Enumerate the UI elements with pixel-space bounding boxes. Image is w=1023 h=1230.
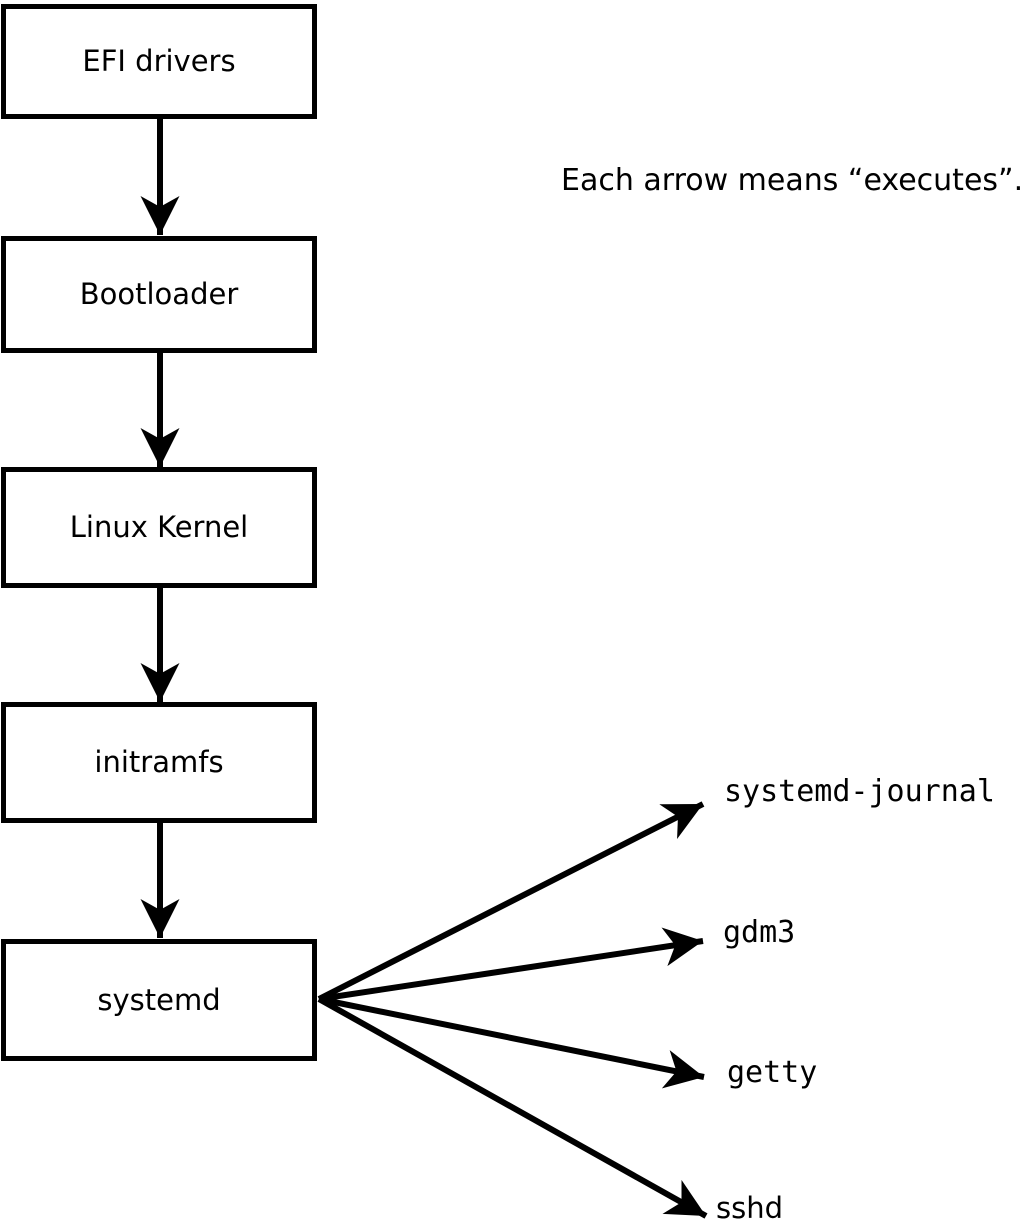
node-efi-drivers: EFI drivers (1, 4, 317, 119)
node-label: systemd (97, 982, 221, 1017)
node-label: Linux Kernel (69, 510, 249, 545)
node-initramfs: initramfs (1, 702, 317, 823)
node-label: initramfs (94, 745, 224, 780)
arrow-systemd-to-systemd-journal (317, 801, 705, 1002)
label-getty: getty (727, 1055, 818, 1090)
node-label: Bootloader (79, 277, 239, 312)
arrow-systemd-to-gdm3 (318, 927, 704, 1002)
label-sshd: sshd (716, 1191, 784, 1225)
arrow-legend-text: Each arrow means “executes”. (561, 163, 1023, 198)
label-systemd-journal: systemd-journal (724, 774, 995, 809)
node-bootloader: Bootloader (1, 236, 317, 353)
label-gdm3: gdm3 (723, 915, 796, 950)
arrow-systemd-to-getty (318, 996, 705, 1089)
node-label: EFI drivers (82, 44, 236, 79)
node-linux-kernel: Linux Kernel (1, 467, 317, 588)
arrow-systemd-to-sshd (317, 996, 708, 1219)
node-systemd: systemd (1, 939, 317, 1061)
